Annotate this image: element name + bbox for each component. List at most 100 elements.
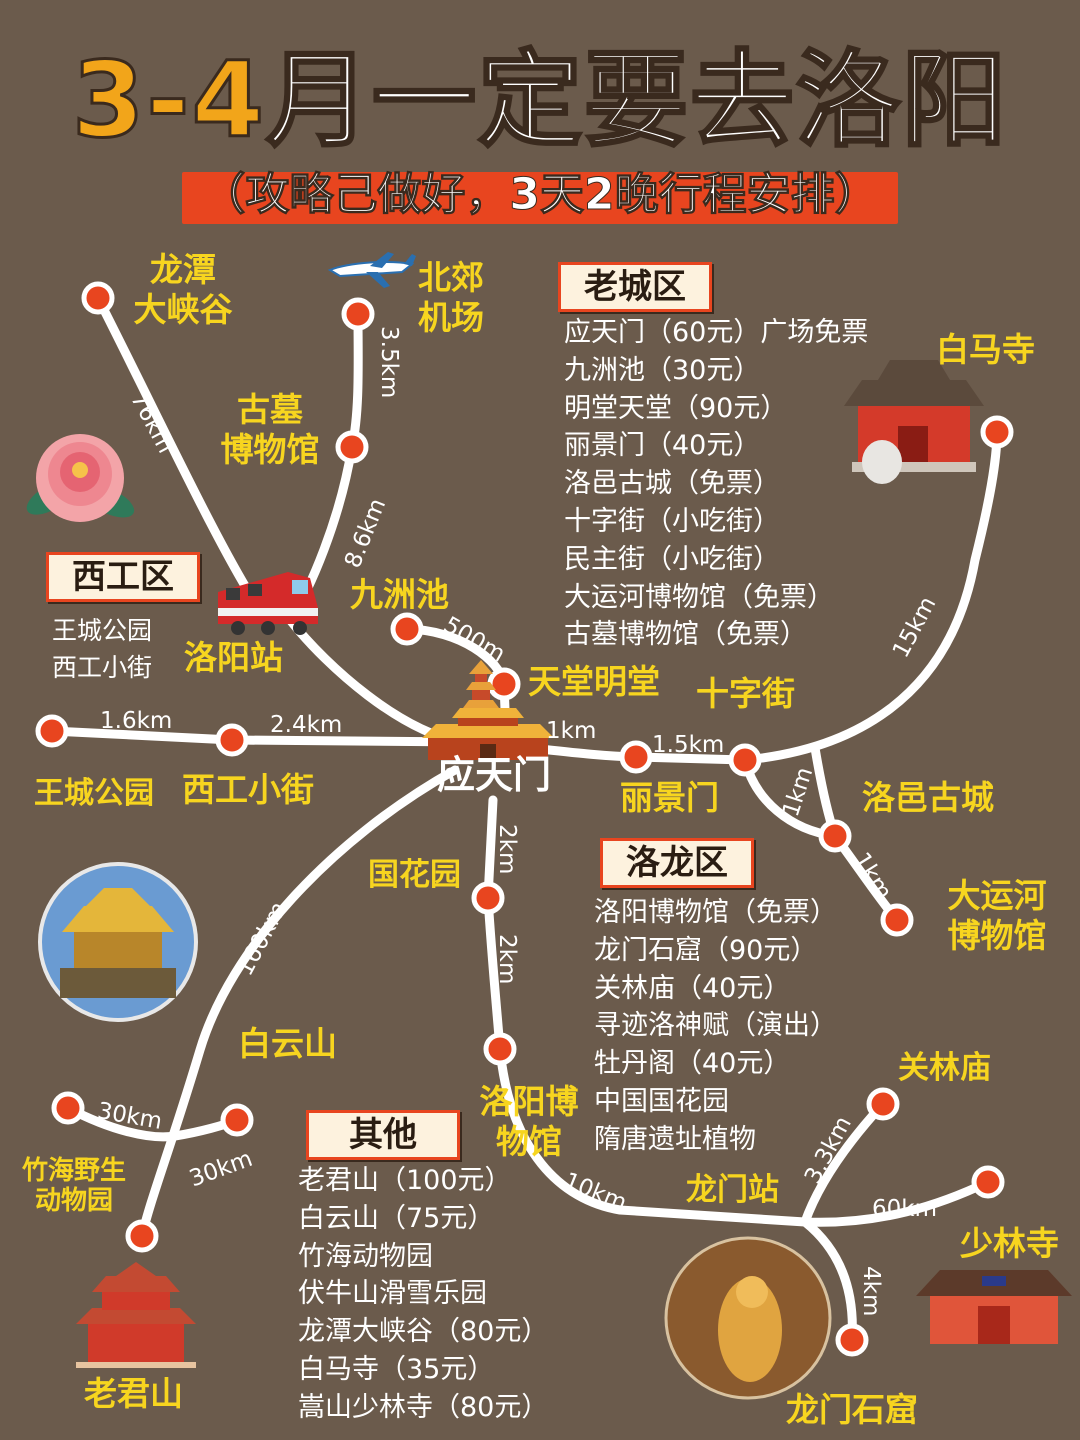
line-zhuhai [63, 1103, 242, 1142]
label-baiyunshan: 白云山 [238, 1024, 337, 1063]
label-luoyang-museum: 洛阳博 物馆 [479, 1082, 579, 1161]
district-laocheng-heading: 老城区 [558, 262, 712, 312]
stop-luoyi [818, 819, 852, 853]
shaolin-temple-icon [916, 1270, 1072, 1344]
list-item: 洛阳博物馆（免票） [594, 897, 837, 928]
list-item: 九洲池（30元） [564, 354, 761, 386]
subtitle-banner [182, 172, 898, 224]
dist-wangcheng: 1.6km [100, 708, 173, 734]
stop-zhuhai-a [51, 1091, 85, 1125]
stop-grottoes [835, 1323, 869, 1357]
label-xigong-street: 西工小街 [182, 770, 314, 809]
stop-shizi [728, 743, 762, 777]
label-tiantang: 天堂明堂 [528, 662, 660, 701]
subtitle: （攻略己做好，3天2晚行程安排） [201, 169, 879, 221]
label-longmen-grottoes: 龙门石窟 [786, 1390, 918, 1429]
district-xigong-heading: 西工区 [46, 552, 200, 602]
district-laocheng-list: 应天门（60元）广场免票 九洲池（30元） 明堂天堂（90元） 丽景门（40元）… [564, 314, 868, 654]
stop-museum [483, 1032, 517, 1066]
district-luolong-heading: 洛龙区 [600, 838, 754, 888]
label-shizijie: 十字街 [696, 674, 795, 713]
list-item: 伏牛山滑雪乐园 [298, 1278, 487, 1310]
label-shaolin: 少林寺 [960, 1224, 1059, 1263]
stop-canal [880, 903, 914, 937]
list-item: 大运河博物馆（免票） [564, 581, 834, 613]
title-text: 月一定要去洛阳 [264, 39, 1008, 162]
list-item: 龙潭大峡谷（80元） [298, 1316, 549, 1348]
list-item: 丽景门（40元） [564, 430, 761, 462]
airplane-icon [327, 252, 416, 288]
stop-baima [980, 415, 1014, 449]
stop-zhuhai-b [220, 1103, 254, 1137]
peony-icon [26, 434, 135, 522]
stop-shaolin [971, 1165, 1005, 1199]
list-item: 应天门（60元）广场免票 [564, 317, 869, 348]
list-item: 古墓博物馆（免票） [564, 619, 807, 651]
stop-airport [341, 297, 375, 331]
label-luoyang-station: 洛阳站 [184, 638, 283, 677]
list-item: 十字街（小吃街） [564, 505, 780, 537]
stop-laojun [125, 1219, 159, 1253]
line-longtan [93, 293, 265, 615]
label-longmen-station: 龙门站 [686, 1172, 779, 1208]
laojun-photo-icon [38, 862, 198, 1022]
label-guanlin: 关林庙 [898, 1050, 991, 1086]
line-shaolin [800, 1177, 993, 1227]
stop-guohua [471, 881, 505, 915]
stop-wangcheng [35, 714, 69, 748]
stop-xigong [215, 723, 249, 757]
dist-guohua: 2km [494, 824, 520, 875]
label-lijingmen: 丽景门 [620, 778, 719, 817]
label-wangcheng: 王城公园 [34, 776, 154, 811]
list-item: 王城公园 [52, 616, 153, 645]
pagoda-icon [463, 660, 499, 718]
dist-grottoes: 4km [858, 1266, 884, 1317]
stop-gumu [335, 430, 369, 464]
label-baimasi: 白马寺 [936, 330, 1035, 369]
list-item: 白云山（75元） [298, 1202, 495, 1234]
label-gumu: 古墓 博物馆 [220, 390, 320, 469]
dist-xigong: 2.4km [270, 712, 343, 738]
dist-museum: 2km [494, 934, 520, 985]
dist-airport: 3.5km [376, 326, 402, 399]
train-icon [218, 572, 318, 635]
label-grand-canal: 大运河 博物馆 [947, 876, 1047, 955]
list-item: 西工小街 [52, 653, 153, 682]
line-baiyun [137, 765, 460, 1241]
list-item: 白马寺（35元） [298, 1353, 495, 1385]
label-zhuhai: 竹海野生 动物园 [21, 1156, 126, 1216]
list-item: 老君山（100元） [298, 1165, 512, 1196]
stop-tiantang [487, 667, 521, 701]
baima-temple-icon [844, 360, 984, 484]
list-item: 中国国花园 [594, 1085, 729, 1117]
district-other-list: 老君山（100元） 白云山（75元） 竹海动物园 伏牛山滑雪乐园 龙潭大峡谷（8… [298, 1162, 548, 1427]
dist-shaolin: 60km [872, 1196, 937, 1222]
label-luoyi: 洛邑古城 [862, 778, 994, 817]
district-other-heading: 其他 [306, 1110, 460, 1160]
list-item: 嵩山少林寺（80元） [298, 1391, 549, 1423]
page-title: 3-4月一定要去洛阳 [0, 39, 1080, 162]
list-item: 明堂天堂（90元） [564, 392, 788, 424]
label-guohuayuan: 国花园 [368, 857, 461, 893]
gate-icon [422, 708, 554, 760]
stop-guanlin [866, 1087, 900, 1121]
title-number: 3-4 [71, 39, 266, 162]
district-luolong-list: 洛阳博物馆（免票） 龙门石窟（90元） 关林庙（40元） 寻迹洛神赋（演出） 牡… [594, 894, 837, 1159]
list-item: 洛邑古城（免票） [564, 468, 780, 500]
dist-lijing-shizi: 1.5km [652, 732, 725, 758]
label-laojunshan: 老君山 [84, 1374, 183, 1413]
line-baima [740, 427, 1002, 765]
label-yingtianmen: 应天门 [437, 753, 552, 797]
label-longtan: 龙潭 大峡谷 [133, 250, 233, 329]
stop-lijing [619, 740, 653, 774]
list-item: 隋唐遗址植物 [594, 1123, 756, 1155]
list-item: 关林庙（40元） [594, 972, 791, 1004]
list-item: 牡丹阁（40元） [594, 1048, 791, 1080]
list-item: 龙门石窟（90元） [594, 934, 818, 966]
district-xigong-list: 王城公园 西工小街 [52, 612, 152, 686]
longmen-photo-icon [664, 1236, 832, 1400]
laojun-tower-icon [76, 1262, 196, 1368]
dist-yingtian-lijing: 1km [546, 718, 597, 744]
